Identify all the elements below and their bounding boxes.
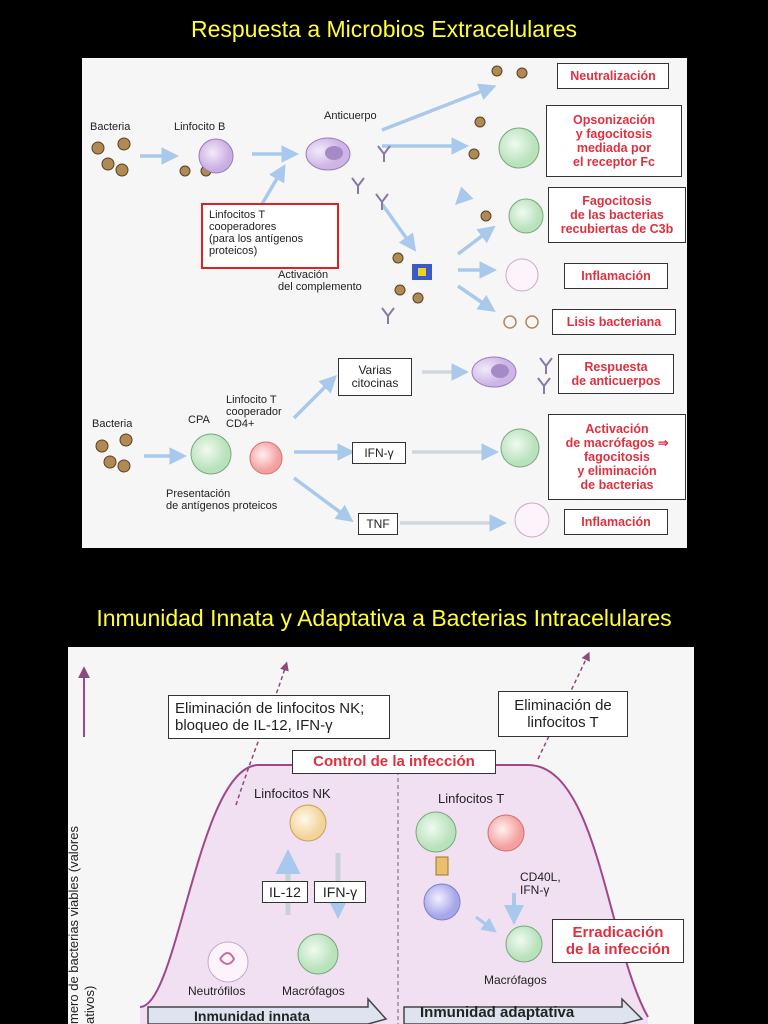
ifn-gamma-box: IFN-γ xyxy=(352,442,406,464)
y-axis-label: mero de bacterias viables (valores ativo… xyxy=(68,826,97,1024)
macrophages-label-1: Macrófagos xyxy=(282,984,345,998)
neutrophil-cell xyxy=(207,941,249,983)
nk-elimination-box: Eliminación de linfocitos NK; bloqueo de… xyxy=(168,695,390,739)
linfocito-t-label: Linfocito T cooperador CD4+ xyxy=(226,394,282,430)
macrophage-innate xyxy=(297,933,339,975)
nk-label: Linfocitos NK xyxy=(254,786,331,801)
complement-label: Activación del complemento xyxy=(278,269,362,293)
anticuerpo-label: Anticuerpo xyxy=(324,110,377,122)
helper-t-box: Linfocitos T cooperadores (para los antí… xyxy=(201,203,339,269)
bottom-title: Inmunidad Innata y Adaptativa a Bacteria… xyxy=(96,605,672,631)
outcome-activacion-macrofagos: Activación de macrófagos ⇒ fagocitosis y… xyxy=(548,414,686,500)
intracellular-panel: mero de bacterias viables (valores ativo… xyxy=(68,647,694,1024)
outcome-neutralizacion: Neutralización xyxy=(557,63,669,89)
adaptive-arrow xyxy=(403,997,644,1024)
macrophage-2 xyxy=(508,198,544,234)
innate-arrow xyxy=(147,997,388,1024)
bacteria-cluster-1 xyxy=(91,137,131,177)
linfocito-b-label: Linfocito B xyxy=(174,121,226,133)
outcome-arrows xyxy=(400,363,507,532)
t-helper-cell xyxy=(249,441,283,475)
presentacion-label: Presentación de antígenos proteicos xyxy=(166,488,278,512)
neutrophil-1 xyxy=(505,258,539,292)
outcome-opsonizacion: Opsonización y fagocitosis mediada por e… xyxy=(546,105,682,177)
infection-control-box: Control de la infección xyxy=(292,750,496,774)
bacteria-label-2: Bacteria xyxy=(92,418,133,430)
outcome-fagocitosis-c3b: Fagocitosis de las bacterias recubiertas… xyxy=(548,187,686,243)
dendritic-cell xyxy=(423,883,461,921)
neutrophils-label: Neutrófilos xyxy=(188,984,246,998)
macrophage-3 xyxy=(500,428,540,468)
bacteria-cluster-2 xyxy=(95,433,133,473)
extracellular-diagram xyxy=(91,65,553,538)
outcome-inflamacion-2: Inflamación xyxy=(564,509,668,535)
lysed-bacteria xyxy=(503,315,539,329)
t-elimination-box: Eliminación de linfocitos T xyxy=(498,691,628,737)
tnf-box: TNF xyxy=(358,513,398,535)
eradication-box: Erradicación de la infección xyxy=(552,919,684,963)
outcome-lisis: Lisis bacteriana xyxy=(552,309,676,335)
ifn-gamma-box-2: IFN-γ xyxy=(314,881,366,903)
flow-arrows xyxy=(140,83,497,523)
cd40l-label: CD40L, IFN-γ xyxy=(520,870,561,897)
nk-cell xyxy=(289,804,327,842)
macrophages-label-2: Macrófagos xyxy=(484,973,547,987)
cpa-label: CPA xyxy=(188,414,210,426)
macrophage-adaptive-2 xyxy=(505,925,543,963)
b-cell xyxy=(198,138,234,174)
t-cell xyxy=(487,814,525,852)
varias-citocinas-box: Varias citocinas xyxy=(338,358,412,396)
bacteria-label-1: Bacteria xyxy=(90,121,131,133)
t-cells-label: Linfocitos T xyxy=(438,791,505,806)
outcome-inflamacion-1: Inflamación xyxy=(564,263,668,289)
apc-cell xyxy=(190,433,232,475)
t-escape-arrow xyxy=(537,651,590,760)
extracellular-panel: Bacteria Linfocito B Anticuerpo Linfocit… xyxy=(82,58,687,548)
top-title: Respuesta a Microbios Extracelulares xyxy=(190,16,578,42)
antibodies xyxy=(351,145,553,394)
neutrophil-2 xyxy=(514,502,550,538)
innate-label: Inmunidad innata xyxy=(194,1008,310,1024)
adaptive-label: Inmunidad adaptativa xyxy=(420,1004,575,1021)
il12-box: IL-12 xyxy=(262,881,308,903)
macrophage-adaptive-1 xyxy=(415,811,457,853)
outcome-respuesta-anticuerpos: Respuesta de anticuerpos xyxy=(558,354,674,394)
macrophage-1 xyxy=(498,127,540,169)
